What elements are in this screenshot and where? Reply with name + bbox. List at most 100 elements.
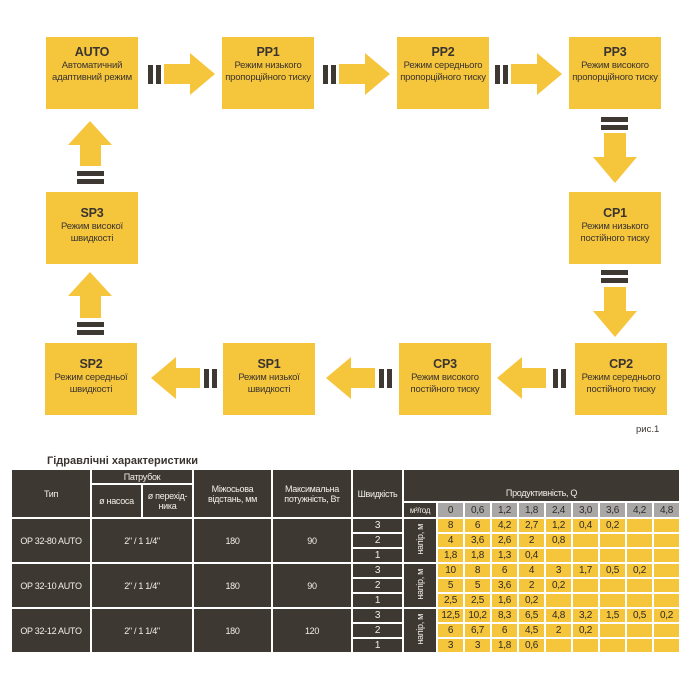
head-value: 0,4 xyxy=(573,519,598,532)
head-value xyxy=(600,624,625,637)
head-value xyxy=(654,594,679,607)
figure-label: рис.1 xyxy=(636,424,660,435)
head-value: 6 xyxy=(465,519,490,532)
head-value: 0,4 xyxy=(519,549,544,562)
arrow-right-icon xyxy=(511,53,562,95)
speed-value: 2 xyxy=(353,624,402,637)
head-value: 1,5 xyxy=(600,609,625,622)
head-value xyxy=(600,534,625,547)
head-value: 2,6 xyxy=(492,534,517,547)
head-value: 1,6 xyxy=(492,594,517,607)
head-value: 1,8 xyxy=(438,549,463,562)
head-value: 2,5 xyxy=(465,594,490,607)
header-type: Тип xyxy=(12,470,90,517)
hydraulic-table: Тип Патрубок Міжосьова відстань, мм Макс… xyxy=(10,468,681,654)
speed-value: 3 xyxy=(353,519,402,532)
head-value: 4,8 xyxy=(546,609,571,622)
header-pump-dia: ø насоса xyxy=(92,485,141,517)
head-value: 0,8 xyxy=(546,534,571,547)
head-value xyxy=(654,564,679,577)
head-value: 3 xyxy=(465,639,490,652)
header-distance: Міжосьова відстань, мм xyxy=(194,470,271,517)
speed-value: 1 xyxy=(353,639,402,652)
head-value xyxy=(600,579,625,592)
head-value xyxy=(654,549,679,562)
head-value: 1,3 xyxy=(492,549,517,562)
header-adapter-dia: ø перехід-ника xyxy=(143,485,192,517)
q-header: 1,8 xyxy=(519,503,544,517)
head-value: 6 xyxy=(492,624,517,637)
header-speed: Швидкість xyxy=(353,470,402,517)
head-value: 6,5 xyxy=(519,609,544,622)
head-value: 4 xyxy=(438,534,463,547)
model-nozzle: 2" / 1 1/4" xyxy=(92,609,192,652)
head-value: 3 xyxy=(438,639,463,652)
head-value: 5 xyxy=(465,579,490,592)
head-value: 6 xyxy=(438,624,463,637)
speed-value: 2 xyxy=(353,534,402,547)
head-value xyxy=(546,594,571,607)
head-value: 4 xyxy=(519,564,544,577)
head-value: 1,7 xyxy=(573,564,598,577)
head-value: 2,5 xyxy=(438,594,463,607)
speed-value: 3 xyxy=(353,564,402,577)
arrow-left-icon xyxy=(497,357,546,399)
q-header: 0,6 xyxy=(465,503,490,517)
q-header: 4,8 xyxy=(654,503,679,517)
table-title: Гідравлічні характеристики xyxy=(47,455,199,467)
head-value: 2 xyxy=(546,624,571,637)
flow-arrows xyxy=(68,53,637,399)
head-value: 3,6 xyxy=(492,579,517,592)
model-nozzle: 2" / 1 1/4" xyxy=(92,519,192,562)
model-name: OP 32-10 AUTO xyxy=(12,564,90,607)
head-value xyxy=(654,624,679,637)
head-value: 1,8 xyxy=(465,549,490,562)
head-value xyxy=(627,519,652,532)
model-power: 120 xyxy=(273,609,351,652)
head-value: 1,8 xyxy=(492,639,517,652)
head-value: 8,3 xyxy=(492,609,517,622)
head-value: 3,6 xyxy=(465,534,490,547)
head-value: 0,2 xyxy=(573,624,598,637)
head-value: 5 xyxy=(438,579,463,592)
head-value: 6,7 xyxy=(465,624,490,637)
head-value: 1,2 xyxy=(546,519,571,532)
head-value xyxy=(573,579,598,592)
header-nozzle: Патрубок xyxy=(92,470,192,483)
head-value xyxy=(654,639,679,652)
model-distance: 180 xyxy=(194,564,271,607)
q-header: 2,4 xyxy=(546,503,571,517)
model-power: 90 xyxy=(273,564,351,607)
header-capacity: Продуктивність, Q xyxy=(404,470,679,501)
head-label: напір, м xyxy=(404,564,436,607)
head-value: 0,5 xyxy=(627,609,652,622)
head-value: 4,5 xyxy=(519,624,544,637)
head-value xyxy=(600,639,625,652)
q-header: 0 xyxy=(438,503,463,517)
head-value xyxy=(573,639,598,652)
head-value: 0,2 xyxy=(519,594,544,607)
model-nozzle: 2" / 1 1/4" xyxy=(92,564,192,607)
head-value xyxy=(573,534,598,547)
arrow-right-icon xyxy=(339,53,390,95)
head-value: 0,2 xyxy=(546,579,571,592)
arrow-up-icon xyxy=(68,121,112,166)
head-label-text: напір, м xyxy=(415,569,425,600)
head-value: 6 xyxy=(492,564,517,577)
head-value xyxy=(627,534,652,547)
head-value xyxy=(600,549,625,562)
head-label-text: напір, м xyxy=(415,614,425,645)
head-label-text: напір, м xyxy=(415,524,425,555)
q-header: 3,0 xyxy=(573,503,598,517)
